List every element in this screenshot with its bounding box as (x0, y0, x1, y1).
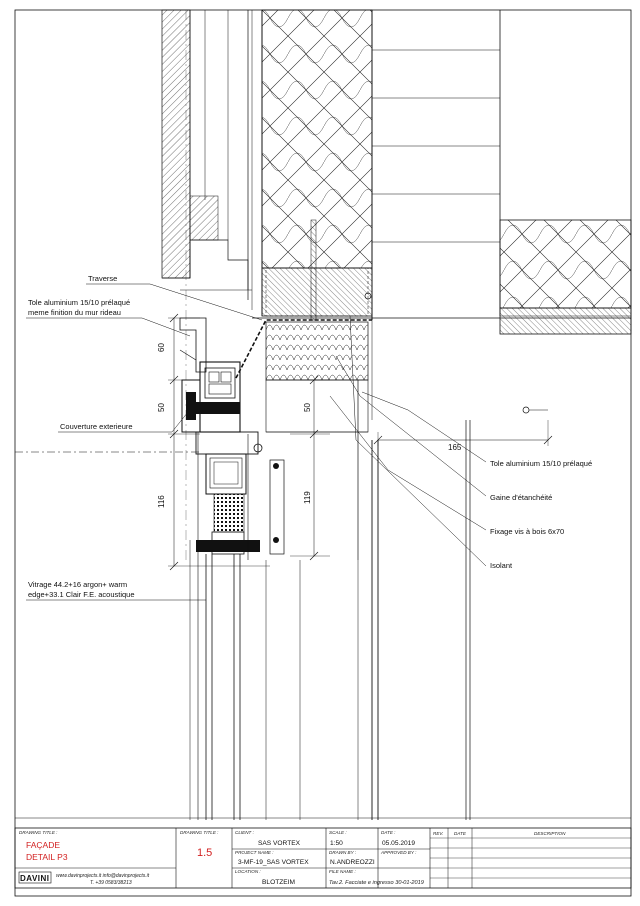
tb-phone: T. +39 0583/38213 (90, 880, 132, 886)
tb-scale-label: SCALE : (329, 830, 347, 835)
tb-scale: 1:50 (330, 840, 343, 847)
tb-location-label: LOCATION : (235, 869, 261, 874)
dim-60: 60 (157, 343, 166, 352)
label-vitrage-1: Vitrage 44.2+16 argon+ warm (28, 580, 127, 589)
label-tole-top-2: meme finition du mur rideau (28, 308, 121, 317)
dim-116: 116 (157, 495, 166, 508)
tb-file-label: FILE NAME : (329, 869, 357, 874)
label-vitrage-2: edge+33.1 Clair F.E. acoustique (28, 590, 135, 599)
company-logo: DAVINI (18, 871, 52, 884)
wall-structure (161, 9, 632, 420)
dimension-lines (168, 313, 553, 571)
tb-drawn: N.ANDREOZZI (330, 859, 375, 866)
tb-description-label: DESCRIPTION (534, 831, 566, 836)
title-block (14, 827, 632, 889)
tb-rev-date-label: DATE (454, 831, 467, 836)
tb-date-label: DATE : (381, 830, 396, 835)
tb-rev-label: REV. (433, 831, 443, 836)
dim-50-left: 50 (157, 403, 166, 412)
dim-165: 165 (448, 443, 462, 452)
tb-drawing-title-2: DETAIL P3 (26, 852, 68, 862)
tb-date: 05.05.2019 (382, 840, 415, 847)
dim-50-right: 50 (303, 403, 312, 412)
tb-client-label: CLIENT : (235, 830, 255, 835)
tb-client: SAS VORTEX (258, 840, 301, 847)
tb-drawn-label: DRAWN BY : (329, 850, 357, 855)
tb-drawing-number: 1.5 (197, 847, 212, 859)
label-couverture: Couverture exterieure (60, 422, 133, 431)
tb-project-label: PROJECT NAME : (235, 850, 274, 855)
label-tole-top-1: Tole aluminium 15/10 prélaqué (28, 298, 130, 307)
label-fixage: Fixage vis à bois 6x70 (490, 527, 564, 536)
tb-project: 3-MF-19_SAS VORTEX (238, 859, 309, 866)
tb-drawing-title-label-2: DRAWING TITLE : (180, 830, 219, 835)
leader-lines (26, 283, 487, 601)
dim-119: 119 (303, 491, 312, 504)
label-traverse: Traverse (88, 274, 117, 283)
label-tole-right: Tole aluminium 15/10 prélaqué (490, 459, 592, 468)
tb-drawing-title-label: DRAWING TITLE : (19, 830, 58, 835)
tb-approved-label: APPROVED BY : (380, 850, 417, 855)
tb-location: BLOTZEIM (262, 879, 295, 886)
svg-text:DAVINI: DAVINI (20, 874, 50, 883)
label-isolant: Isolant (490, 561, 513, 570)
label-gaine: Gaine d'étanchéité (490, 493, 552, 502)
tb-website: www.davinprojects.it info@davinprojects.… (56, 873, 150, 879)
tb-file: Tav.2. Facciate e ingresso 30-01-2019 (329, 880, 424, 886)
tb-drawing-title-1: FAÇADE (26, 840, 60, 850)
